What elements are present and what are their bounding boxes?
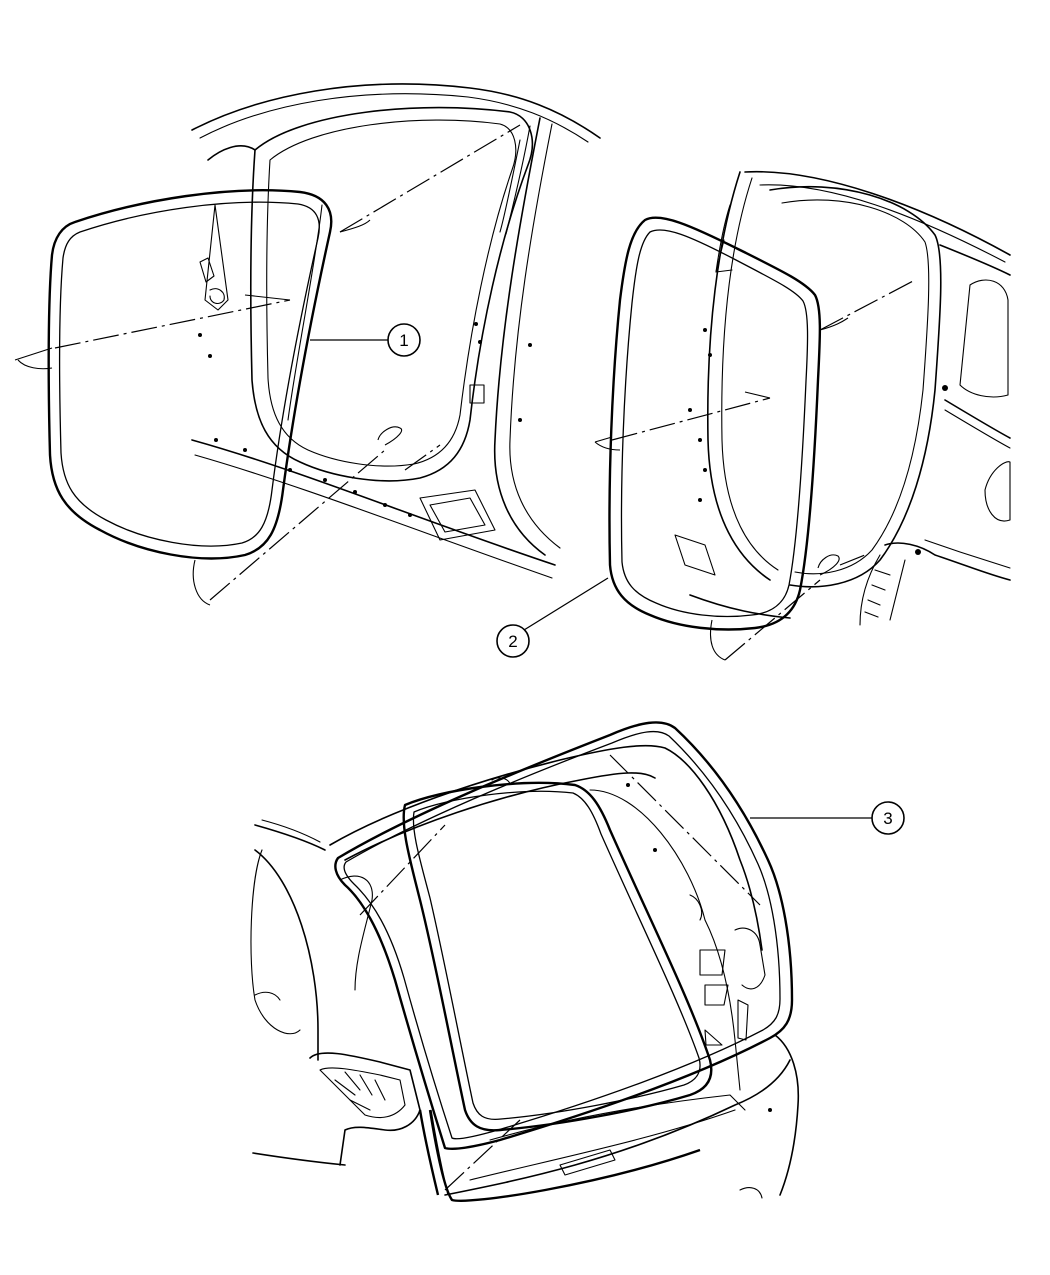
callout-2-label: 2 bbox=[508, 632, 517, 651]
liftgate-view bbox=[250, 721, 800, 1202]
front-door-view bbox=[14, 83, 601, 606]
rear-door-view bbox=[594, 170, 1011, 661]
callout-1: 1 bbox=[310, 323, 421, 357]
callout-1-label: 1 bbox=[399, 331, 408, 350]
callout-2: 2 bbox=[496, 577, 609, 658]
callout-3-label: 3 bbox=[883, 809, 892, 828]
callout-3: 3 bbox=[750, 801, 905, 835]
